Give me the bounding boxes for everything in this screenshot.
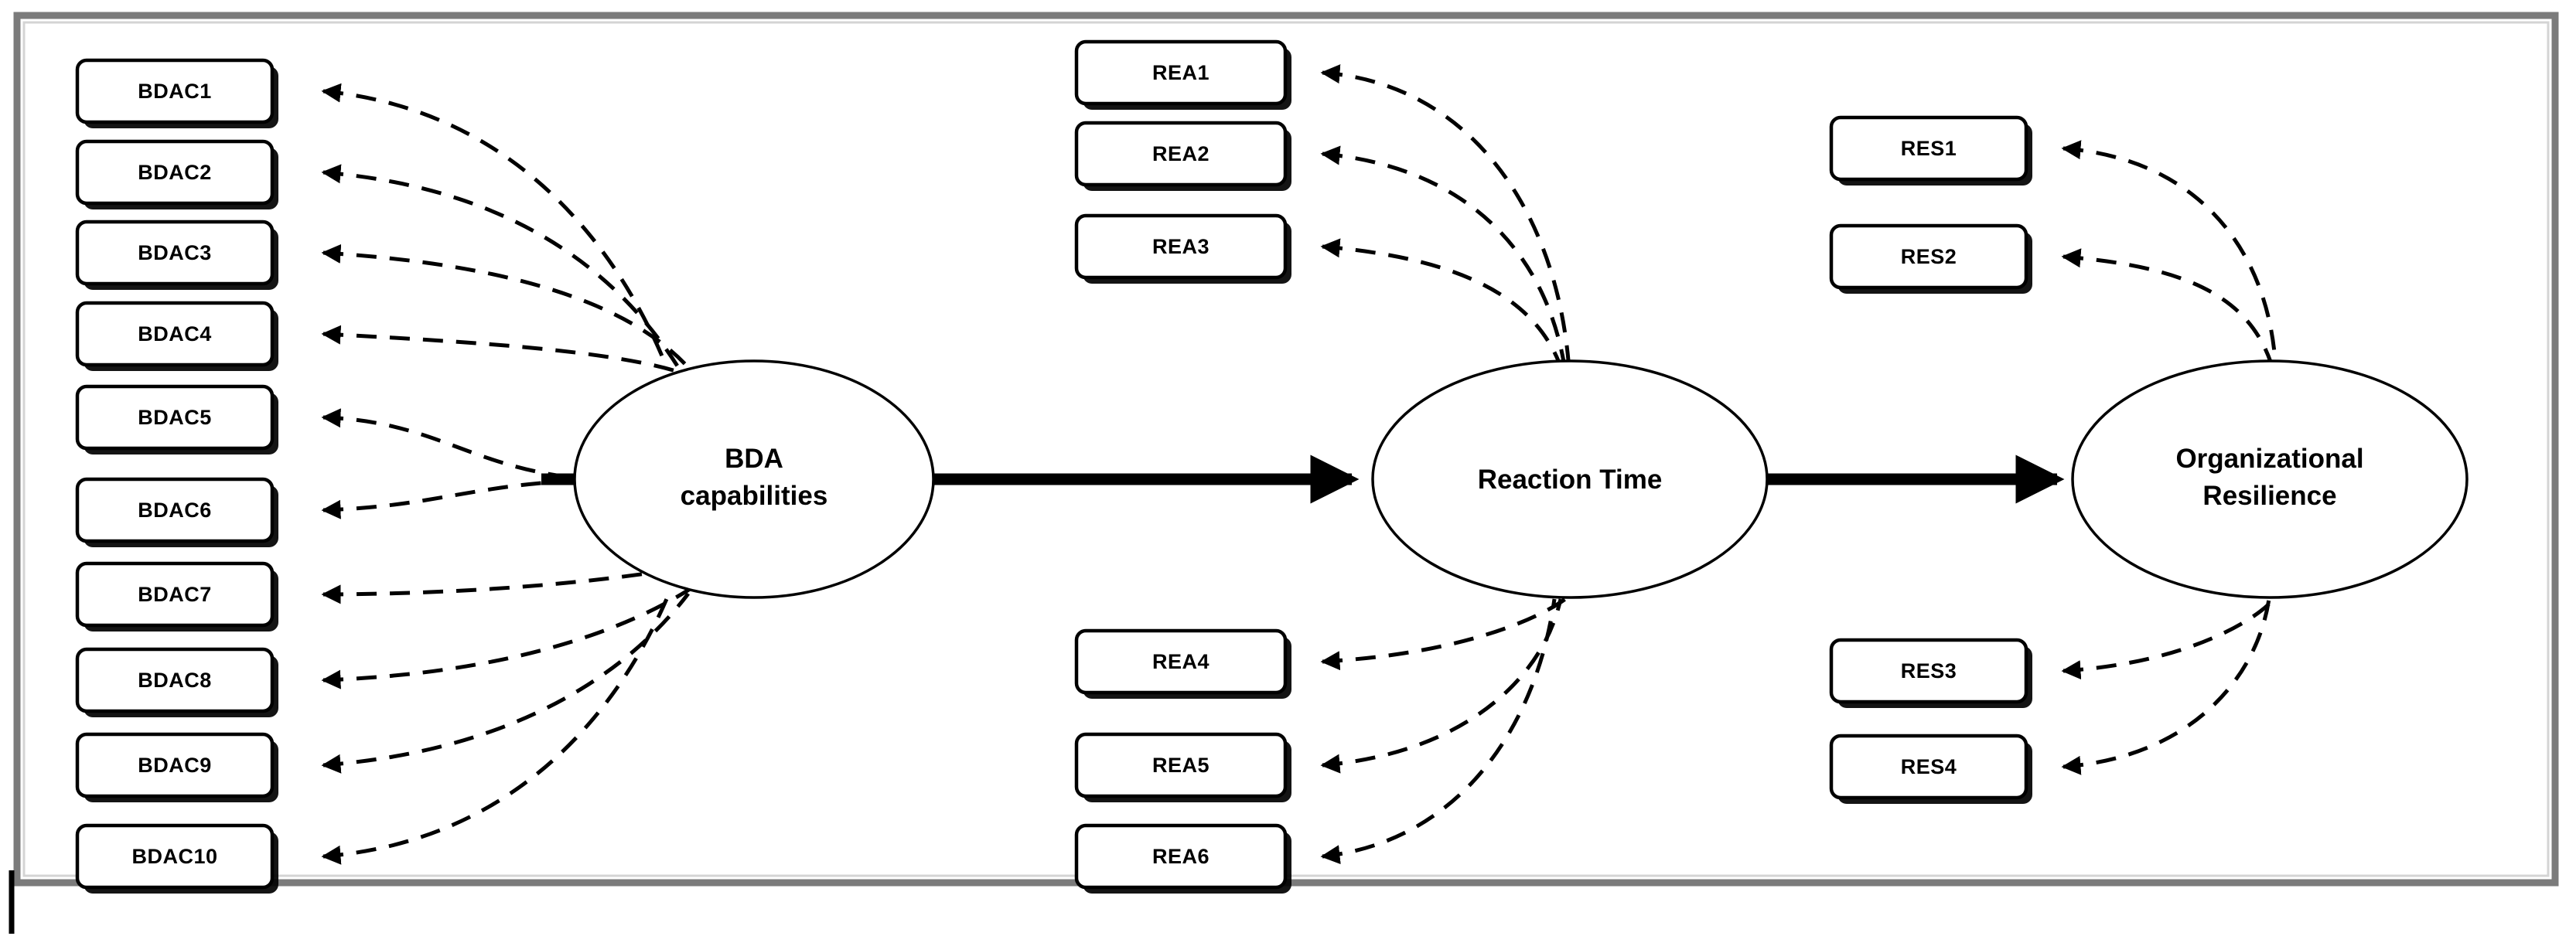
loading-bdac10 xyxy=(321,597,669,865)
indicator-label: BDAC5 xyxy=(138,406,212,429)
indicator-box[interactable] xyxy=(75,823,275,890)
indicator-box[interactable] xyxy=(75,220,275,286)
indicator-label: RES2 xyxy=(1901,245,1957,268)
indicator-bdac5[interactable]: BDAC5 xyxy=(75,384,278,454)
indicator-box[interactable] xyxy=(1829,115,2028,182)
construct-ellipse-organizational-resilience[interactable] xyxy=(2071,359,2469,599)
construct-label-resilience-line2: Resilience xyxy=(2202,481,2336,511)
indicator-box[interactable] xyxy=(1074,39,1288,106)
indicator-bdac10[interactable]: BDAC10 xyxy=(75,823,278,894)
indicator-label: BDAC6 xyxy=(138,499,212,522)
indicator-box[interactable] xyxy=(1074,628,1288,695)
indicator-res2[interactable]: RES2 xyxy=(1829,223,2032,294)
indicator-res3[interactable]: RES3 xyxy=(1829,638,2032,708)
loading-res3 xyxy=(2061,597,2275,680)
loading-bdac6 xyxy=(321,478,573,519)
indicator-bdac6[interactable]: BDAC6 xyxy=(75,477,278,547)
indicator-label: BDAC2 xyxy=(138,161,212,184)
construct-reaction-time[interactable]: Reaction Time xyxy=(1371,359,1769,599)
indicator-box[interactable] xyxy=(75,58,275,124)
construct-label-resilience-line1: Organizational xyxy=(2175,444,2363,474)
indicator-res4[interactable]: RES4 xyxy=(1829,734,2032,804)
indicator-rea4[interactable]: REA4 xyxy=(1074,628,1291,699)
indicator-box[interactable] xyxy=(1074,823,1288,890)
construct-label-bda-line1: BDA xyxy=(725,444,783,474)
indicator-bdac3[interactable]: BDAC3 xyxy=(75,220,278,290)
loadings-reaction-time xyxy=(1320,64,1571,865)
indicator-label: REA4 xyxy=(1152,650,1210,673)
indicator-rea2[interactable]: REA2 xyxy=(1074,121,1291,191)
loadings-bda-capabilities xyxy=(321,83,728,865)
loading-res2 xyxy=(2061,248,2273,363)
loading-rea3 xyxy=(1320,238,1561,363)
indicator-label: BDAC9 xyxy=(138,754,212,777)
indicator-box[interactable] xyxy=(1829,734,2028,800)
construct-ellipse-reaction-time[interactable] xyxy=(1371,359,1769,599)
loading-bdac5 xyxy=(321,408,573,480)
loading-bdac2 xyxy=(321,164,683,373)
indicator-label: REA1 xyxy=(1152,61,1210,84)
indicator-bdac8[interactable]: BDAC8 xyxy=(75,647,278,717)
loading-bdac1 xyxy=(321,83,667,364)
loading-rea6 xyxy=(1320,598,1557,865)
loading-res1 xyxy=(2061,140,2277,361)
bda-capabilities-indicators: BDAC1BDAC2BDAC3BDAC4BDAC5BDAC6BDAC7BDAC8… xyxy=(75,58,278,894)
indicator-label: BDAC4 xyxy=(138,322,212,346)
loading-rea1 xyxy=(1320,64,1571,361)
indicator-label: RES1 xyxy=(1901,137,1957,160)
indicator-box[interactable] xyxy=(75,561,275,628)
indicator-box[interactable] xyxy=(75,647,275,713)
indicator-rea1[interactable]: REA1 xyxy=(1074,39,1291,110)
indicator-label: REA2 xyxy=(1152,142,1210,165)
loading-bdac3 xyxy=(321,243,698,378)
indicator-box[interactable] xyxy=(75,384,275,451)
indicator-res1[interactable]: RES1 xyxy=(1829,115,2032,186)
indicator-rea6[interactable]: REA6 xyxy=(1074,823,1291,894)
construct-bda-capabilities[interactable]: BDA capabilities xyxy=(573,359,935,599)
loading-rea2 xyxy=(1320,145,1566,363)
loading-res4 xyxy=(2061,598,2271,775)
indicator-label: BDAC8 xyxy=(138,669,212,692)
indicator-rea3[interactable]: REA3 xyxy=(1074,213,1291,284)
indicator-label: RES3 xyxy=(1901,659,1957,683)
indicator-label: REA3 xyxy=(1152,235,1210,258)
indicator-rea5[interactable]: REA5 xyxy=(1074,732,1291,802)
indicator-label: BDAC3 xyxy=(138,241,212,264)
indicator-label: REA6 xyxy=(1152,845,1210,868)
indicator-bdac1[interactable]: BDAC1 xyxy=(75,58,278,128)
indicator-label: BDAC1 xyxy=(138,80,212,103)
indicator-bdac7[interactable]: BDAC7 xyxy=(75,561,278,632)
indicator-box[interactable] xyxy=(75,477,275,543)
indicator-box[interactable] xyxy=(1074,121,1288,187)
indicator-box[interactable] xyxy=(75,732,275,798)
indicator-bdac4[interactable]: BDAC4 xyxy=(75,301,278,371)
indicator-box[interactable] xyxy=(1829,638,2028,704)
indicator-label: REA5 xyxy=(1152,754,1210,777)
loading-bdac8 xyxy=(321,577,705,689)
loading-bdac4 xyxy=(321,325,709,385)
indicator-label: BDAC7 xyxy=(138,583,212,606)
indicator-label: RES4 xyxy=(1901,755,1957,778)
indicator-boxes: BDAC1BDAC2BDAC3BDAC4BDAC5BDAC6BDAC7BDAC8… xyxy=(75,39,2032,894)
indicator-box[interactable] xyxy=(75,301,275,367)
indicator-label: BDAC10 xyxy=(131,845,217,868)
indicator-box[interactable] xyxy=(1074,213,1288,280)
indicator-box[interactable] xyxy=(1074,732,1288,798)
indicator-box[interactable] xyxy=(75,139,275,206)
loading-bdac9 xyxy=(321,592,690,774)
indicator-box[interactable] xyxy=(1829,223,2028,290)
loadings-organizational-resilience xyxy=(2061,140,2277,775)
indicator-bdac2[interactable]: BDAC2 xyxy=(75,139,278,209)
construct-ellipse-bda[interactable] xyxy=(573,359,935,599)
indicator-bdac9[interactable]: BDAC9 xyxy=(75,732,278,802)
construct-label-reaction-time: Reaction Time xyxy=(1478,465,1663,495)
construct-organizational-resilience[interactable]: Organizational Resilience xyxy=(2071,359,2469,599)
construct-label-bda-line2: capabilities xyxy=(681,481,828,511)
